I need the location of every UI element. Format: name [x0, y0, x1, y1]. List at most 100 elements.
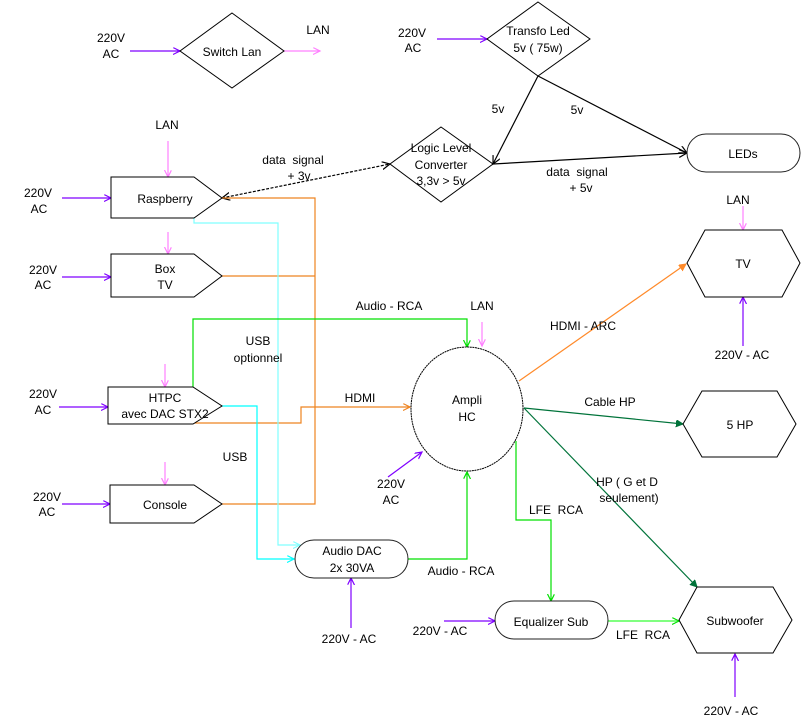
logic-converter-label-line1: Logic Level — [411, 141, 472, 155]
htpc-label-line2: avec DAC STX2 — [121, 407, 209, 421]
power-label-box-tv-line2: AC — [35, 278, 52, 292]
console-pentagon — [109, 484, 223, 524]
wire-logic-to-leds — [492, 153, 687, 165]
wire-transfo-to-leds — [537, 75, 687, 153]
audio-dac-label-line1: Audio DAC — [322, 544, 382, 558]
switch-lan-diamond — [179, 12, 285, 89]
edge-label-lfe-rca-out: LFE RCA — [616, 628, 670, 642]
edge-label-usb-optional-line1: USB — [246, 334, 271, 348]
wires — [59, 39, 743, 697]
usb-wire-htpc-to-dac — [222, 405, 294, 559]
htpc-pentagon — [107, 386, 223, 425]
usb-optional-wire-raspberry-to-dac — [193, 218, 300, 545]
audio-dac-pill — [294, 539, 409, 579]
power-label-tv: 220V - AC — [715, 348, 770, 362]
power-label-switch-line2: AC — [103, 47, 120, 61]
edge-label-hp-front-line2: seulement) — [599, 491, 658, 505]
ampli-label-line1: Ampli — [452, 393, 482, 407]
subwoofer-hexagon — [678, 586, 793, 654]
transfo-led-label-line2: 5v ( 75w) — [513, 41, 562, 55]
edge-label-dac-audio-rca: Audio - RCA — [428, 564, 495, 578]
box-tv-pentagon — [110, 253, 223, 298]
node-transfo-led[interactable]: Transfo Led 5v ( 75w) — [486, 1, 591, 77]
subwoofer-label: Subwoofer — [706, 614, 763, 628]
console-label: Console — [143, 498, 187, 512]
logic-converter-label-line3: 3,3v > 5v — [416, 174, 465, 188]
htpc-label-line1: HTPC — [149, 391, 182, 405]
power-label-box-tv-line1: 220V — [29, 263, 57, 277]
node-5-hp[interactable]: 5 HP — [682, 390, 797, 458]
edge-labels: 5v 5v data signal + 5v data signal + 3v … — [223, 102, 670, 642]
lan-label-tv: LAN — [726, 193, 749, 207]
power-label-transfo-line2: AC — [405, 41, 422, 55]
edge-label-hdmi-arc: HDMI - ARC — [550, 319, 616, 333]
edge-label-raspberry-to-logic-line1: data signal — [262, 153, 323, 167]
ampli-label-line2: HC — [458, 410, 476, 424]
power-label-switch-line1: 220V — [97, 31, 125, 45]
power-wire-ampli — [387, 452, 422, 478]
edge-label-hp-front-line1: HP ( G et D — [596, 475, 658, 489]
node-raspberry[interactable]: Raspberry — [110, 176, 223, 219]
node-switch-lan[interactable]: Switch Lan — [179, 12, 285, 89]
equalizer-sub-label: Equalizer Sub — [514, 615, 589, 629]
power-label-console-line2: AC — [39, 505, 56, 519]
logic-converter-label-line2: Converter — [415, 158, 468, 172]
box-tv-label-line1: Box — [155, 262, 176, 276]
switch-lan-label: Switch Lan — [203, 45, 262, 59]
node-leds[interactable]: LEDs — [686, 133, 801, 173]
power-label-ampli-line1: 220V — [377, 477, 405, 491]
hdmi-wire-htpc-to-ampli — [193, 407, 410, 424]
power-label-transfo-line1: 220V — [398, 26, 426, 40]
node-logic-level-converter[interactable]: Logic Level Converter 3,3v > 5v — [389, 126, 494, 203]
lan-labels: LAN LAN LAN LAN — [155, 23, 749, 313]
edge-label-logic-to-leds-line1: data signal — [546, 165, 607, 179]
audio-dac-label-line2: 2x 30VA — [330, 561, 374, 575]
power-label-ampli-line2: AC — [383, 493, 400, 507]
wire-transfo-to-logic — [493, 75, 539, 164]
ampli-circle — [410, 346, 524, 472]
transfo-led-label-line1: Transfo Led — [506, 24, 570, 38]
wire-raspberry-to-logic — [222, 164, 390, 198]
hdmi-arc-wire-ampli-to-tv — [518, 264, 686, 382]
tv-label: TV — [735, 257, 750, 271]
edge-label-hdmi: HDMI — [345, 391, 376, 405]
audio-rca-wire-htpc-to-ampli — [192, 318, 467, 387]
audio-rca-wire-dac-to-ampli — [408, 472, 467, 560]
power-label-htpc-line1: 220V — [29, 387, 57, 401]
edge-label-cable-hp: Cable HP — [584, 395, 635, 409]
leds-label: LEDs — [728, 147, 757, 161]
edge-label-raspberry-to-logic-line2: + 3v — [287, 169, 310, 183]
node-box-tv[interactable]: Box TV — [110, 253, 223, 298]
power-label-raspberry-line1: 220V — [24, 186, 52, 200]
node-console[interactable]: Console — [109, 484, 223, 524]
power-labels: 220V AC 220V AC 220V AC 220V AC 220V AC … — [24, 26, 770, 718]
lan-label-ampli: LAN — [470, 299, 493, 313]
leds-pill — [686, 133, 801, 173]
power-label-equalizer-sub: 220V - AC — [413, 624, 468, 638]
node-equalizer-sub[interactable]: Equalizer Sub — [494, 600, 609, 640]
speaker-wire-ampli-to-subwoofer — [523, 407, 697, 587]
transfo-led-diamond — [486, 1, 591, 77]
equalizer-sub-pill — [494, 600, 609, 640]
edge-label-lfe-rca-in: LFE RCA — [529, 503, 583, 517]
node-subwoofer[interactable]: Subwoofer — [678, 586, 793, 654]
power-label-raspberry-line2: AC — [31, 202, 48, 216]
node-tv[interactable]: TV — [686, 229, 801, 298]
edge-label-logic-to-leds-line2: + 5v — [569, 181, 592, 195]
raspberry-label: Raspberry — [137, 192, 192, 206]
lan-label-switch-out: LAN — [306, 23, 329, 37]
node-audio-dac[interactable]: Audio DAC 2x 30VA — [294, 539, 409, 579]
speaker-wire-ampli-to-5hp — [523, 407, 683, 424]
edge-label-usb: USB — [223, 450, 248, 464]
five-hp-label: 5 HP — [727, 418, 754, 432]
power-label-audio-dac: 220V - AC — [322, 632, 377, 646]
node-htpc[interactable]: HTPC avec DAC STX2 — [107, 386, 223, 425]
lfe-rca-wire-ampli-to-equalizer — [515, 441, 551, 601]
five-hp-hexagon — [682, 390, 797, 458]
power-label-console-line1: 220V — [33, 490, 61, 504]
power-label-htpc-line2: AC — [35, 403, 52, 417]
box-tv-label-line2: TV — [157, 278, 172, 292]
node-ampli-hc[interactable]: Ampli HC — [410, 346, 524, 472]
tv-hexagon — [686, 229, 801, 298]
